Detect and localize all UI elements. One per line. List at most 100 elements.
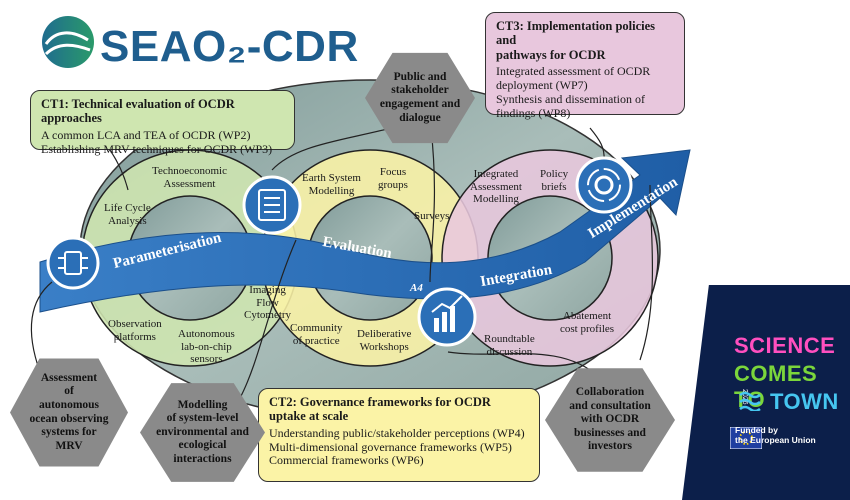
badge-year: 2026 — [741, 389, 749, 405]
hex-line: investors — [587, 440, 633, 453]
label-earth-system: Earth System Modelling — [302, 172, 361, 197]
checklist-icon — [242, 175, 302, 235]
label-line: Workshops — [359, 340, 409, 353]
ct1-box: CT1: Technical evaluation of OCDR approa… — [30, 90, 295, 155]
label-policy-briefs: Policy briefs — [540, 168, 568, 193]
label-deliberative: Deliberative Workshops — [357, 328, 411, 353]
label-line: Flow — [256, 296, 279, 309]
ct3-title-line2: pathways for OCDR — [496, 47, 606, 62]
hex-line: dialogue — [399, 111, 441, 124]
label-line: cost profiles — [560, 322, 615, 335]
hex-line: autonomous — [38, 398, 100, 411]
label-line: of practice — [292, 334, 340, 347]
label-line: Technoeconomic — [152, 165, 227, 177]
project-logo: SEAO₂-CDR — [100, 22, 359, 71]
label-line: Deliberative — [357, 328, 412, 340]
ct2-box: CT2: Governance frameworks for OCDR upta… — [258, 388, 540, 482]
hex-public-engagement: Public and stakeholder engagement and di… — [365, 52, 475, 144]
label-lca: Life Cycle Analysis — [104, 202, 151, 227]
cycle-gear-icon — [575, 156, 633, 214]
ct2-item: Understanding public/stakeholder percept… — [269, 425, 525, 440]
hex-line: MRV — [55, 439, 83, 452]
label-line: Assessment — [470, 180, 522, 193]
hex-line: Assessment — [40, 371, 98, 384]
label-line: Modelling — [473, 193, 519, 206]
label-line: lab-on-chip — [181, 340, 232, 353]
ct2-title-line2: uptake at scale — [269, 409, 349, 424]
logo-wave-icon — [42, 16, 94, 68]
funded-line: the European Union — [735, 435, 816, 446]
wave-lines-icon — [739, 391, 761, 411]
funded-line: Funded by — [735, 425, 778, 435]
label-line: Analysis — [108, 214, 147, 227]
stage-a4: A4 — [410, 282, 423, 294]
ct1-title: CT1: Technical evaluation of OCDR approa… — [41, 97, 235, 126]
hex-line: Modelling — [177, 398, 228, 411]
sensor-node-icon — [46, 236, 100, 290]
label-iam: Integrated Assessment Modelling — [470, 168, 522, 206]
hex-line: engagement and — [379, 98, 461, 110]
label-lab-on-chip: Autonomous lab-on-chip sensors — [178, 328, 235, 366]
label-line: Policy — [540, 168, 569, 180]
label-line: Roundtable — [484, 333, 535, 345]
label-observation: Observation platforms — [108, 318, 162, 343]
label-line: Imaging — [249, 284, 286, 296]
hex-assessment: Assessment of autonomous ocean observing… — [10, 358, 128, 467]
ct1-item: A common LCA and TEA of OCDR (WP2) — [41, 127, 251, 142]
ct3-item: Synthesis and dissemination of — [496, 91, 645, 106]
hex-line: ecological — [178, 439, 227, 452]
science-comes-to-town-badge: SCIENCE COMES TO TOWN 2026 — [682, 285, 850, 500]
ct3-title-line1: CT3: Implementation policies and — [496, 19, 656, 48]
label-line: discussion — [486, 345, 533, 358]
hex-line: businesses and — [574, 426, 646, 439]
label-line: Abatement — [562, 310, 612, 322]
label-line: groups — [378, 178, 408, 191]
label-line: Observation — [108, 318, 162, 330]
ct2-item: Commercial frameworks (WP6) — [269, 453, 424, 468]
ct3-item: findings (WP8) — [496, 105, 571, 120]
hex-line: systems for — [41, 426, 97, 439]
hex-line: environmental and — [156, 425, 249, 438]
label-line: Cytometry — [244, 309, 292, 322]
hex-line: of — [64, 385, 74, 398]
eu-flag-icon — [730, 427, 762, 449]
hex-line: Public and — [393, 70, 447, 83]
ct3-item: deployment (WP7) — [496, 77, 588, 92]
label-line: briefs — [541, 180, 567, 193]
label-roundtable: Roundtable discussion — [484, 333, 535, 358]
hex-line: with OCDR — [580, 413, 640, 426]
hex-line: interactions — [173, 452, 232, 465]
label-focus-groups: Focus groups — [378, 166, 408, 191]
badge-line-3: TOWN — [770, 389, 839, 414]
ct1-item: Establishing MRV techniques for OCDR (WP… — [41, 141, 273, 156]
hex-line: and consultation — [569, 399, 651, 412]
hex-line: Collaboration — [575, 386, 645, 399]
label-tea: Technoeconomic Assessment — [152, 165, 227, 190]
label-line: Autonomous — [178, 328, 235, 340]
label-abatement: Abatement cost profiles — [560, 310, 614, 335]
funded-by-eu: Funded by the European Union — [735, 425, 816, 445]
hex-line: ocean observing — [29, 412, 109, 425]
hex-line: stakeholder — [391, 84, 449, 97]
ct2-title-line1: CT2: Governance frameworks for OCDR — [269, 395, 491, 409]
bar-chart-icon — [417, 287, 477, 347]
badge-line-1: SCIENCE — [734, 333, 836, 358]
label-line: Focus — [379, 166, 407, 178]
label-line: Integrated — [473, 168, 519, 180]
label-line: Assessment — [163, 177, 216, 190]
ct2-item: Multi-dimensional governance frameworks … — [269, 439, 512, 454]
ct3-box: CT3: Implementation policies and pathway… — [485, 12, 685, 119]
hex-line: of system-level — [166, 412, 239, 425]
label-flow-cytometry: Imaging Flow Cytometry — [244, 284, 291, 322]
label-line: Modelling — [308, 184, 355, 197]
label-community: Community of practice — [290, 322, 343, 347]
flow-arrow — [39, 149, 691, 313]
label-line: platforms — [113, 330, 156, 343]
label-line: Community — [290, 322, 343, 334]
hex-collaboration: Collaboration and consultation with OCDR… — [545, 368, 675, 472]
label-line: Life Cycle — [104, 202, 151, 214]
ct3-item: Integrated assessment of OCDR — [496, 64, 651, 79]
label-line: sensors — [190, 353, 223, 366]
